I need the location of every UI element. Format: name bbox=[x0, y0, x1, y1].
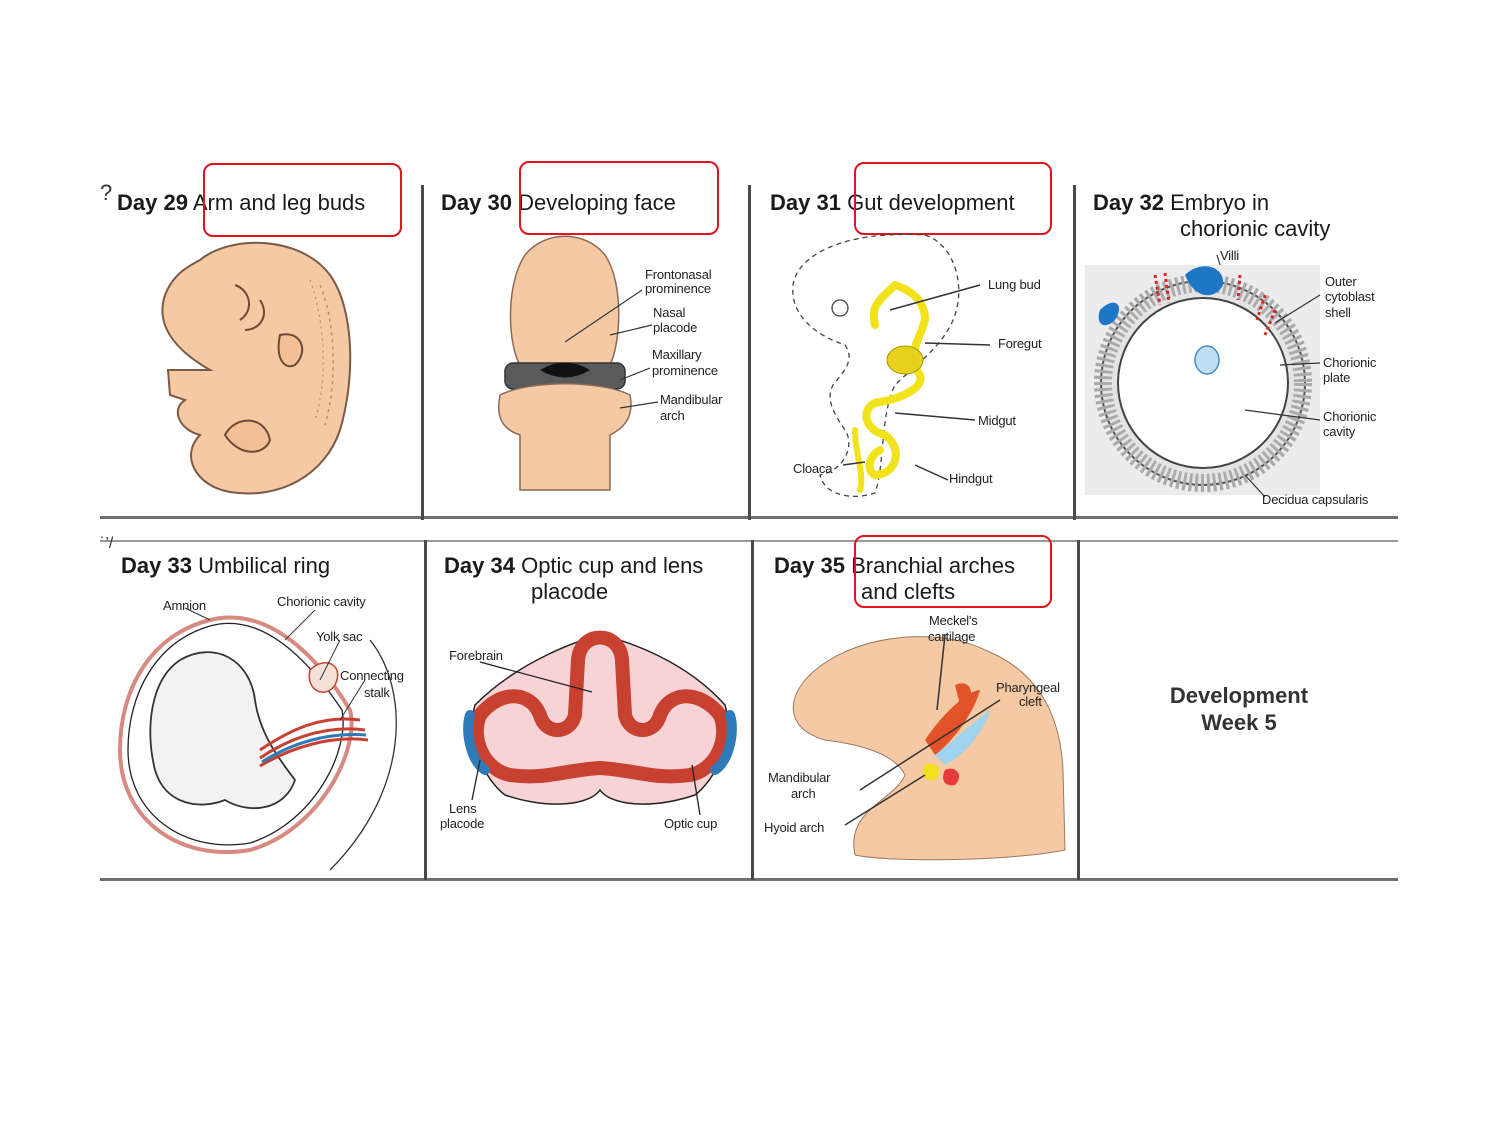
panel-day30-leaders bbox=[564, 289, 659, 409]
label-meckels: Meckel's bbox=[929, 613, 978, 628]
panel-day32-heading: Day 32 Embryo in chorionic cavity bbox=[1093, 190, 1330, 242]
label-connecting: Connecting bbox=[340, 668, 404, 683]
label-mandibular-2: arch bbox=[660, 408, 685, 423]
label-chorionic-cavity-33: Chorionic cavity bbox=[277, 594, 366, 609]
label-lens-2: placode bbox=[440, 816, 485, 831]
panel-day31-gut-illustration bbox=[792, 233, 991, 497]
label-hyoid-arch: Hyoid arch bbox=[764, 820, 825, 835]
label-frontonasal-2: prominence bbox=[645, 281, 711, 296]
panel-day30-face-illustration bbox=[498, 235, 632, 491]
corner-mark-top: ? bbox=[100, 180, 113, 205]
label-forebrain: Forebrain bbox=[449, 648, 503, 663]
panel-day32-day: Day 32 bbox=[1093, 190, 1164, 215]
panel-day35-heading: Day 35 Branchial arches and clefts bbox=[774, 553, 1015, 605]
label-chorionic-plate: Chorionic bbox=[1323, 355, 1377, 370]
label-connecting-2: stalk bbox=[364, 685, 390, 700]
divider-5 bbox=[751, 540, 754, 880]
panel-day31-highlight-box bbox=[854, 162, 1052, 235]
label-pharyngeal: Pharyngeal bbox=[996, 680, 1060, 695]
panel-day31-title: Gut development bbox=[847, 190, 1015, 215]
panel-day35-title-line2: and clefts bbox=[861, 579, 956, 604]
divider-3 bbox=[1073, 185, 1076, 520]
panel-day29-title: Arm and leg buds bbox=[192, 190, 366, 215]
label-midgut: Midgut bbox=[978, 413, 1016, 428]
label-frontonasal: Frontonasal bbox=[645, 267, 712, 282]
panel-day29-embryo-illustration bbox=[161, 241, 352, 495]
panel-day34-day: Day 34 bbox=[444, 553, 515, 578]
summary-line1: Development bbox=[1169, 683, 1309, 708]
label-maxillary-2: prominence bbox=[652, 363, 718, 378]
panel-day33-day: Day 33 bbox=[121, 553, 192, 578]
panel-day31-heading: Day 31 Gut development bbox=[770, 190, 1015, 216]
panel-day33-umbilical-illustration bbox=[117, 607, 397, 871]
label-maxillary: Maxillary bbox=[652, 347, 702, 362]
label-amnion: Amnion bbox=[163, 598, 206, 613]
divider-6 bbox=[1077, 540, 1080, 880]
panel-day34-heading: Day 34 Optic cup and lens placode bbox=[444, 553, 703, 605]
divider-1 bbox=[421, 185, 424, 520]
bottom-row-bottom-rule bbox=[100, 878, 1398, 881]
label-chorionic-cavity: Chorionic bbox=[1323, 409, 1377, 424]
label-cloaca: Cloaca bbox=[793, 461, 833, 476]
panel-day30-highlight-box bbox=[519, 161, 719, 235]
label-meckels-2: cartilage bbox=[928, 629, 976, 644]
label-decidua: Decidua capsularis bbox=[1262, 492, 1369, 507]
panel-day29-highlight-box bbox=[203, 163, 402, 237]
panel-day33-heading: Day 33 Umbilical ring bbox=[121, 553, 330, 579]
label-yolk-sac: Yolk sac bbox=[316, 629, 363, 644]
panel-day35-highlight-box bbox=[854, 535, 1052, 608]
panel-day32-title: Embryo in bbox=[1170, 190, 1270, 215]
divider-2 bbox=[748, 185, 751, 520]
label-lens: Lens bbox=[449, 801, 477, 816]
label-chorionic-cavity-2: cavity bbox=[1323, 424, 1356, 439]
panel-day34-title-line2: placode bbox=[531, 579, 609, 604]
label-outer: Outer bbox=[1325, 274, 1357, 289]
divider-4 bbox=[424, 540, 427, 880]
summary-line2: Week 5 bbox=[1201, 710, 1277, 735]
label-outer-3: shell bbox=[1325, 305, 1351, 320]
label-pharyngeal-2: cleft bbox=[1019, 694, 1042, 709]
panel-day32-chorion-illustration bbox=[1085, 254, 1321, 498]
bottom-row-top-rule bbox=[100, 540, 1398, 542]
label-mandibular-35-2: arch bbox=[791, 786, 816, 801]
label-nasal: Nasal bbox=[653, 305, 686, 320]
panel-day30-title: Developing face bbox=[518, 190, 676, 215]
label-optic-cup: Optic cup bbox=[664, 816, 718, 831]
label-hindgut: Hindgut bbox=[949, 471, 993, 486]
label-nasal-2: placode bbox=[653, 320, 698, 335]
panel-day35-day: Day 35 bbox=[774, 553, 845, 578]
panel-day33-title: Umbilical ring bbox=[198, 553, 331, 578]
panel-day29-day: Day 29 bbox=[117, 190, 188, 215]
label-villi: Villi bbox=[1220, 248, 1239, 263]
panel-day34-title: Optic cup and lens bbox=[521, 553, 704, 578]
panel-day34-optic-illustration bbox=[463, 630, 737, 816]
panel-day30-day: Day 30 bbox=[441, 190, 512, 215]
corner-mark-bottom: ˙’/ bbox=[100, 535, 114, 552]
label-mandibular: Mandibular bbox=[660, 392, 723, 407]
panel-day29-heading: Day 29 Arm and leg buds bbox=[117, 190, 365, 216]
label-lung-bud: Lung bud bbox=[988, 277, 1041, 292]
label-mandibular-35: Mandibular bbox=[768, 770, 831, 785]
panel-day32-title-line2: chorionic cavity bbox=[1180, 216, 1331, 241]
panel-day35-title: Branchial arches bbox=[851, 553, 1015, 578]
development-summary: Development Week 5 bbox=[1080, 682, 1398, 736]
panel-day35-arches-illustration bbox=[792, 634, 1066, 861]
label-foregut: Foregut bbox=[998, 336, 1042, 351]
panel-day31-day: Day 31 bbox=[770, 190, 841, 215]
label-outer-2: cytoblast bbox=[1325, 289, 1375, 304]
label-chorionic-plate-2: plate bbox=[1323, 370, 1351, 385]
panel-day30-heading: Day 30 Developing face bbox=[441, 190, 676, 216]
